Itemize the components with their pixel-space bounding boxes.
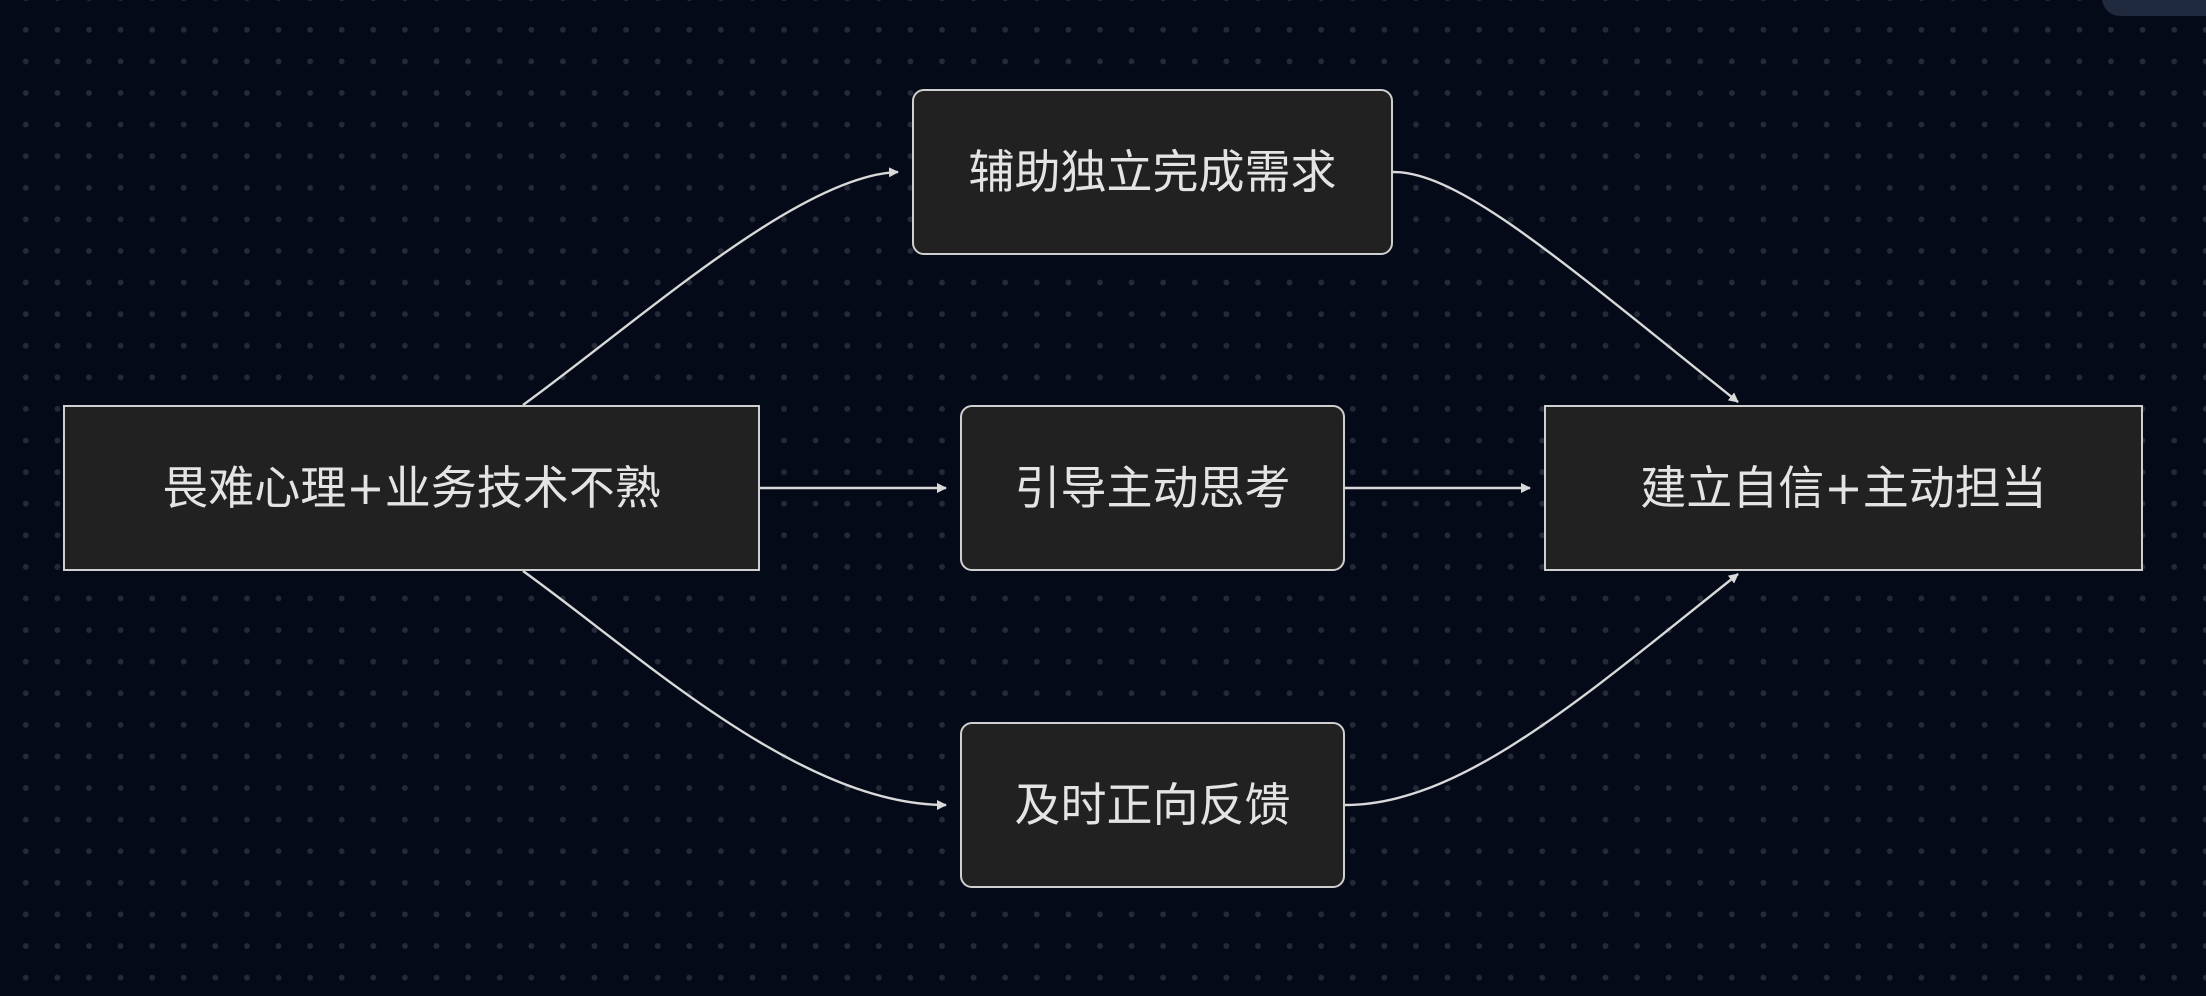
node-start[interactable]: 畏难心理+业务技术不熟 xyxy=(63,405,760,571)
node-result[interactable]: 建立自信+主动担当 xyxy=(1544,405,2143,571)
node-guide[interactable]: 引导主动思考 xyxy=(960,405,1345,571)
node-feedback[interactable]: 及时正向反馈 xyxy=(960,722,1345,888)
node-guide-label: 引导主动思考 xyxy=(1014,461,1291,515)
edge-start-to-assist xyxy=(522,167,899,406)
edge-feedback-to-result xyxy=(1344,573,1739,807)
corner-tab[interactable] xyxy=(2102,0,2206,16)
node-assist-label: 辅助独立完成需求 xyxy=(968,145,1337,199)
node-result-label: 建立自信+主动担当 xyxy=(1640,461,2047,515)
node-feedback-label: 及时正向反馈 xyxy=(1014,778,1291,832)
edge-assist-to-result xyxy=(1392,170,1739,403)
node-assist[interactable]: 辅助独立完成需求 xyxy=(912,89,1393,255)
edge-start-to-feedback xyxy=(522,570,947,810)
node-start-label: 畏难心理+业务技术不熟 xyxy=(162,461,661,515)
